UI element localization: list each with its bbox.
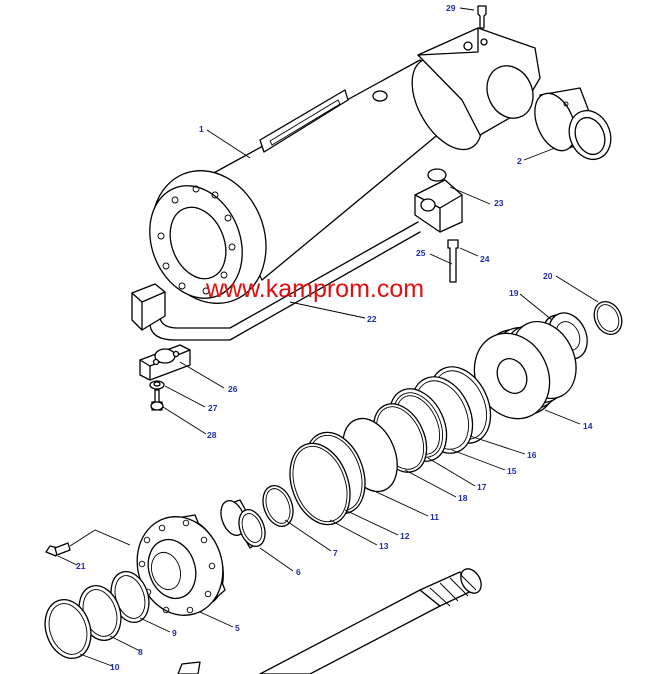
part-23-o-ring: [427, 168, 447, 182]
callout-27: 27: [208, 403, 218, 413]
callout-11: 11: [430, 512, 439, 522]
callout-28: 28: [207, 430, 217, 440]
callout-26: 26: [228, 384, 238, 394]
callout-13: 13: [379, 541, 389, 551]
leader-lines: [57, 7, 599, 667]
callout-9: 9: [172, 628, 177, 638]
callout-5: 5: [235, 623, 240, 633]
callout-23: 23: [494, 198, 504, 208]
callout-8: 8: [138, 647, 143, 657]
callout-14: 14: [583, 421, 593, 431]
callout-29: 29: [446, 3, 456, 13]
callout-18: 18: [458, 493, 468, 503]
part-10-ring: [44, 599, 92, 659]
part-1-cylinder-barrel: [149, 27, 541, 304]
piston-rod: [177, 568, 482, 674]
callout-7: 7: [333, 548, 338, 558]
part-22-tube: [131, 221, 421, 341]
part-26-clamp: [139, 344, 191, 381]
callout-1: 1: [199, 124, 204, 134]
part-2-bushing: [534, 87, 612, 161]
part-20-retaining-ring: [593, 300, 623, 336]
callout-numbers: 1 2 23 24 25 22 26 27 28 19 20 14 16 15 …: [76, 3, 593, 672]
watermark-text: www.kamprom.com: [205, 275, 424, 303]
callout-17: 17: [477, 482, 487, 492]
callout-6: 6: [296, 567, 301, 577]
part-13-ring: [289, 442, 351, 526]
part-29-grease-nipple: [477, 5, 487, 29]
part-27-washer: [149, 380, 165, 390]
callout-10: 10: [110, 662, 120, 672]
callout-15: 15: [507, 466, 517, 476]
part-24-bolt: [447, 239, 459, 283]
part-14-piston: [473, 320, 577, 420]
callout-12: 12: [400, 531, 410, 541]
callout-19: 19: [509, 288, 519, 298]
callout-24: 24: [480, 254, 490, 264]
callout-22: 22: [367, 314, 377, 324]
callout-2: 2: [517, 156, 522, 166]
callout-20: 20: [543, 271, 553, 281]
callout-25: 25: [416, 248, 426, 258]
part-21-screw: [45, 542, 71, 557]
part-6-bushing: [220, 499, 266, 549]
callout-16: 16: [527, 450, 537, 460]
part-5-gland-head: [136, 514, 226, 616]
callout-21: 21: [76, 561, 86, 571]
part-28-bolt: [150, 389, 164, 411]
